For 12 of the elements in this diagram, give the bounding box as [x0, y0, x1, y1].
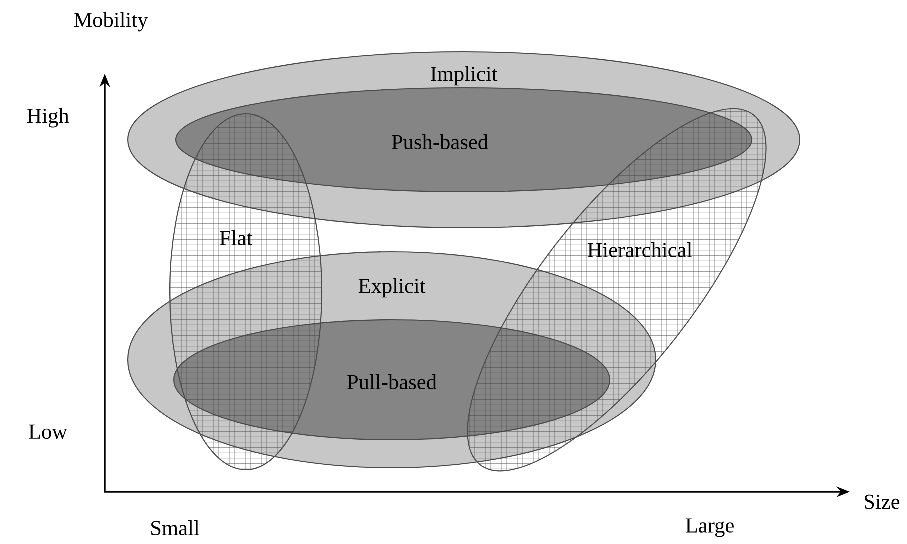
axis-label: Low [29, 424, 68, 440]
ellipse-label: Push-based [392, 134, 488, 150]
ellipse-label: Hierarchical [588, 242, 692, 258]
axis-label: Small [152, 520, 200, 536]
ellipse-label: Implicit [431, 66, 498, 86]
axis-label: High [27, 108, 70, 128]
axis-label: Large [686, 518, 734, 538]
ellipse-label: Flat [220, 230, 252, 246]
axis-label: Size [865, 494, 900, 510]
axis-label: Mobility [74, 12, 148, 32]
ellipse-label: Pull-based [348, 374, 437, 390]
ellipse-label: Explicit [358, 278, 426, 298]
